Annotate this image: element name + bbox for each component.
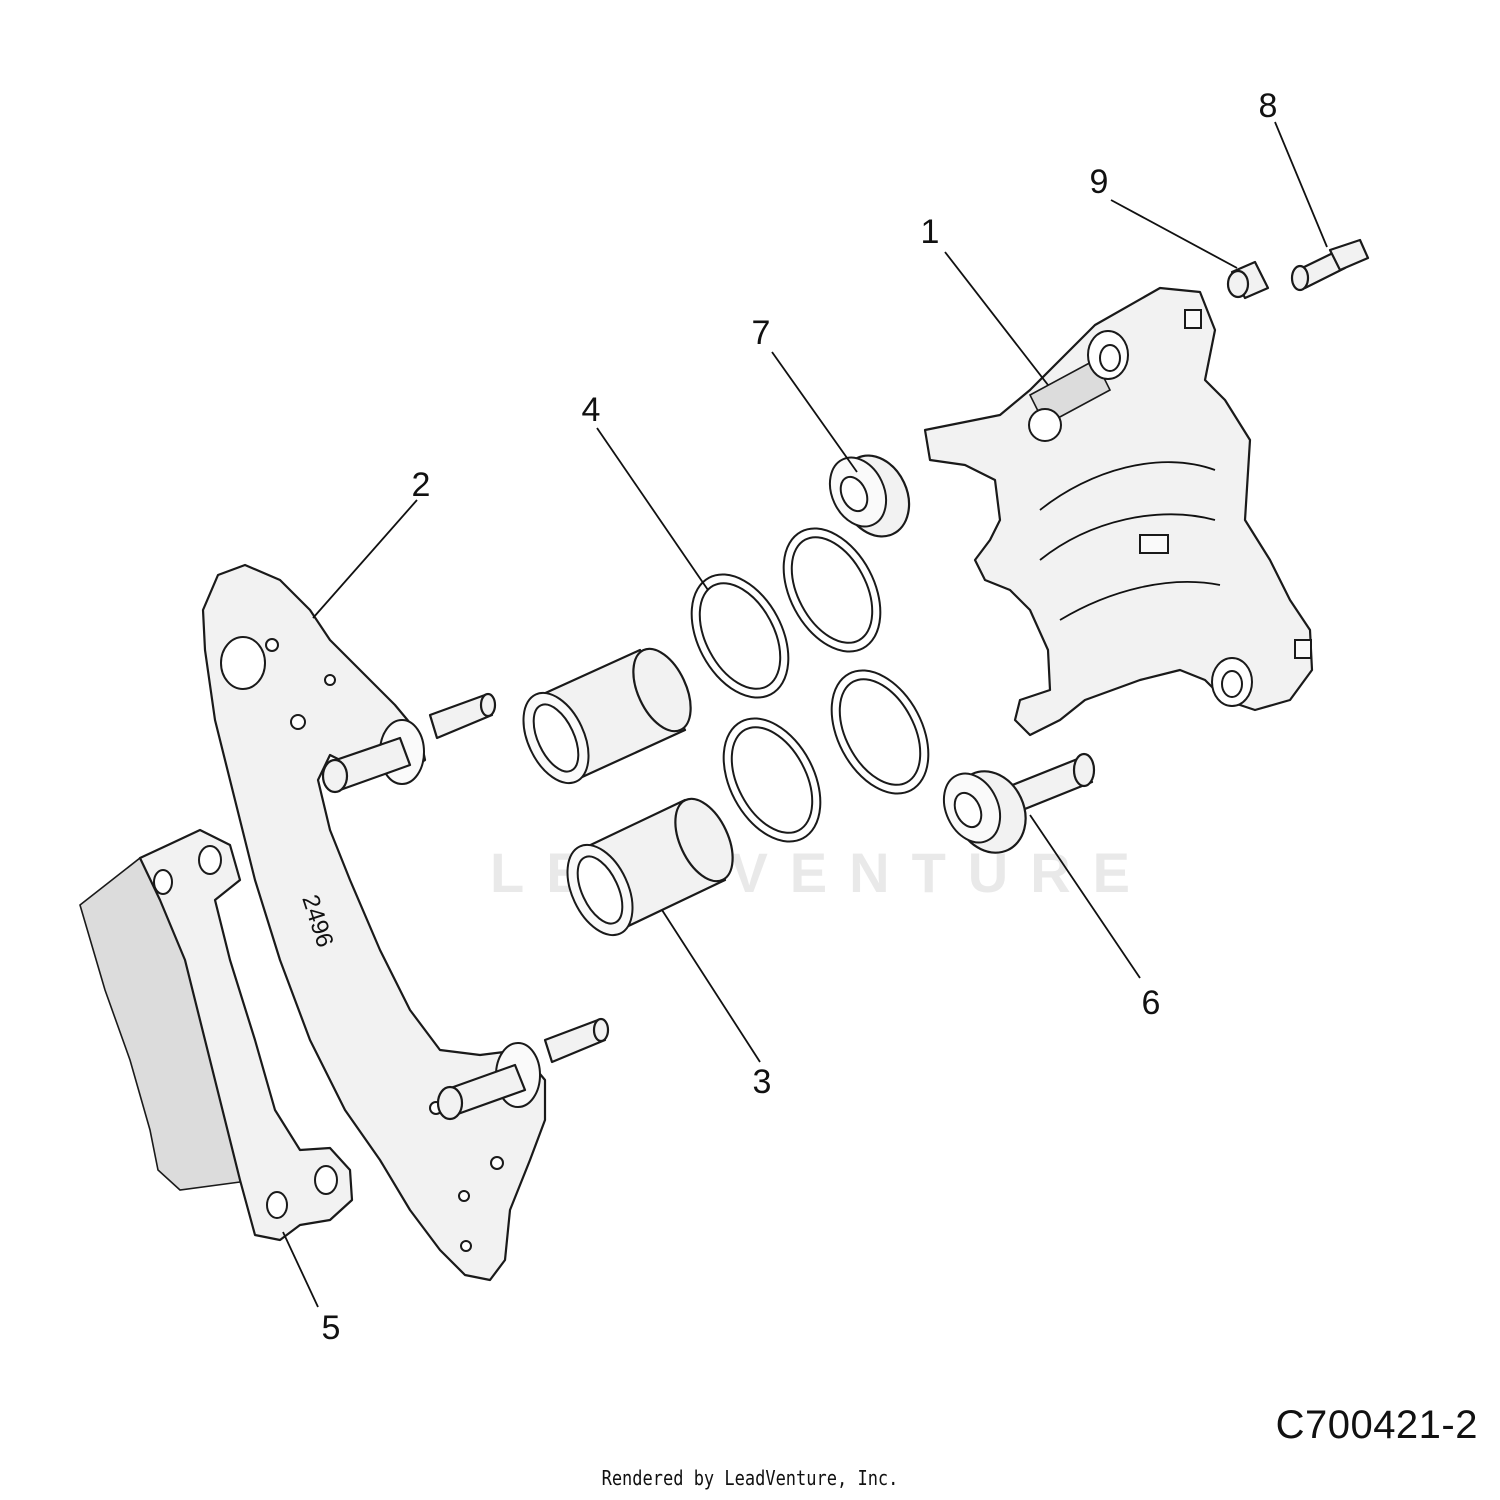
render-credit: Rendered by LeadVenture, Inc.: [601, 1466, 899, 1490]
piston-seal-rings[interactable]: [672, 512, 948, 858]
bleeder-screw[interactable]: [1290, 238, 1370, 292]
callout-6[interactable]: 6: [1141, 984, 1161, 1022]
brake-pad[interactable]: [79, 828, 354, 1242]
callout-2[interactable]: 2: [411, 466, 431, 504]
caliper-body[interactable]: [923, 286, 1314, 737]
piston-upper[interactable]: [510, 640, 702, 793]
callout-7[interactable]: 7: [751, 314, 771, 352]
callout-8[interactable]: 8: [1258, 87, 1278, 125]
callout-3[interactable]: 3: [752, 1063, 772, 1101]
boot[interactable]: [819, 444, 922, 547]
callout-1[interactable]: 1: [920, 213, 940, 251]
callout-9[interactable]: 9: [1089, 163, 1109, 201]
callout-5[interactable]: 5: [321, 1309, 341, 1347]
caliper-bracket[interactable]: 2496: [201, 563, 610, 1282]
callout-4[interactable]: 4: [581, 391, 601, 429]
piston-lower[interactable]: [554, 790, 744, 945]
guide-pin-with-boot[interactable]: [933, 752, 1096, 864]
leader-lines: [282, 121, 1328, 1308]
drawing-number: C700421-2: [1275, 1403, 1478, 1447]
bleeder-cap[interactable]: [1226, 260, 1270, 300]
